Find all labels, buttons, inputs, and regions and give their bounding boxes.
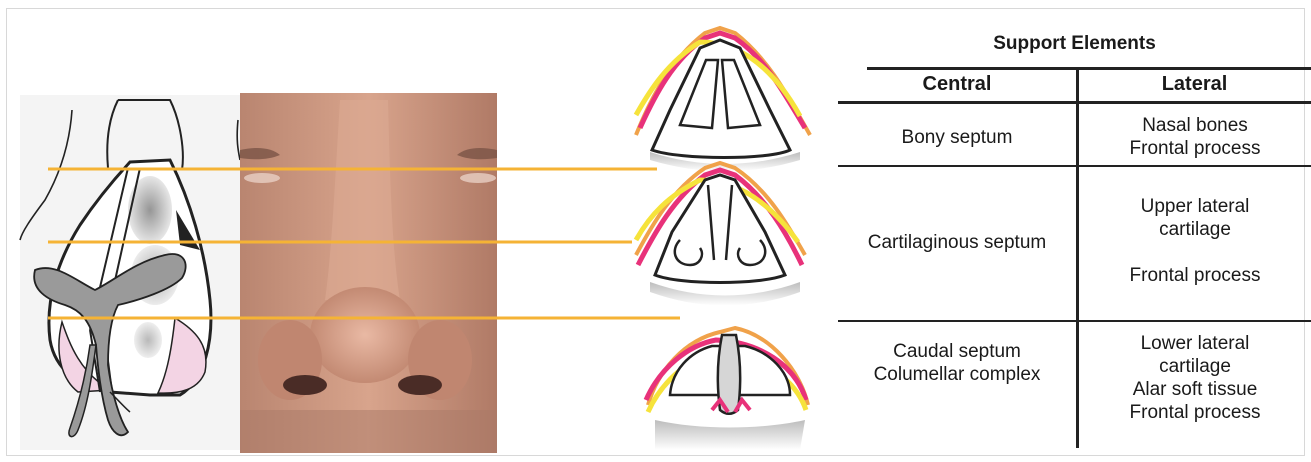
table-header-rule <box>838 101 1311 104</box>
cross-section-caudal <box>646 328 808 450</box>
table-top-rule <box>867 67 1311 70</box>
row-cartilaginous-lateral: Upper lateral cartilage Frontal process <box>1079 195 1311 287</box>
cross-section-bony <box>636 28 810 171</box>
row-caudal-central: Caudal septum Columellar complex <box>838 340 1076 386</box>
nose-drawing <box>20 95 240 450</box>
support-elements-table: Support Elements Central Lateral Bony se… <box>838 0 1311 462</box>
row-caudal-lateral: Lower lateral cartilage Alar soft tissue… <box>1079 332 1311 424</box>
column-header-central: Central <box>838 73 1076 96</box>
row-bony-lateral: Nasal bones Frontal process <box>1079 114 1311 160</box>
row-divider-1 <box>838 165 1311 167</box>
cross-section-cartilaginous <box>636 163 805 306</box>
column-header-lateral: Lateral <box>1078 73 1311 96</box>
row-cartilaginous-central: Cartilaginous septum <box>838 231 1076 254</box>
row-divider-2 <box>838 320 1311 322</box>
row-bony-central: Bony septum <box>838 126 1076 149</box>
table-title: Support Elements <box>838 33 1311 55</box>
nose-photo <box>240 93 497 453</box>
